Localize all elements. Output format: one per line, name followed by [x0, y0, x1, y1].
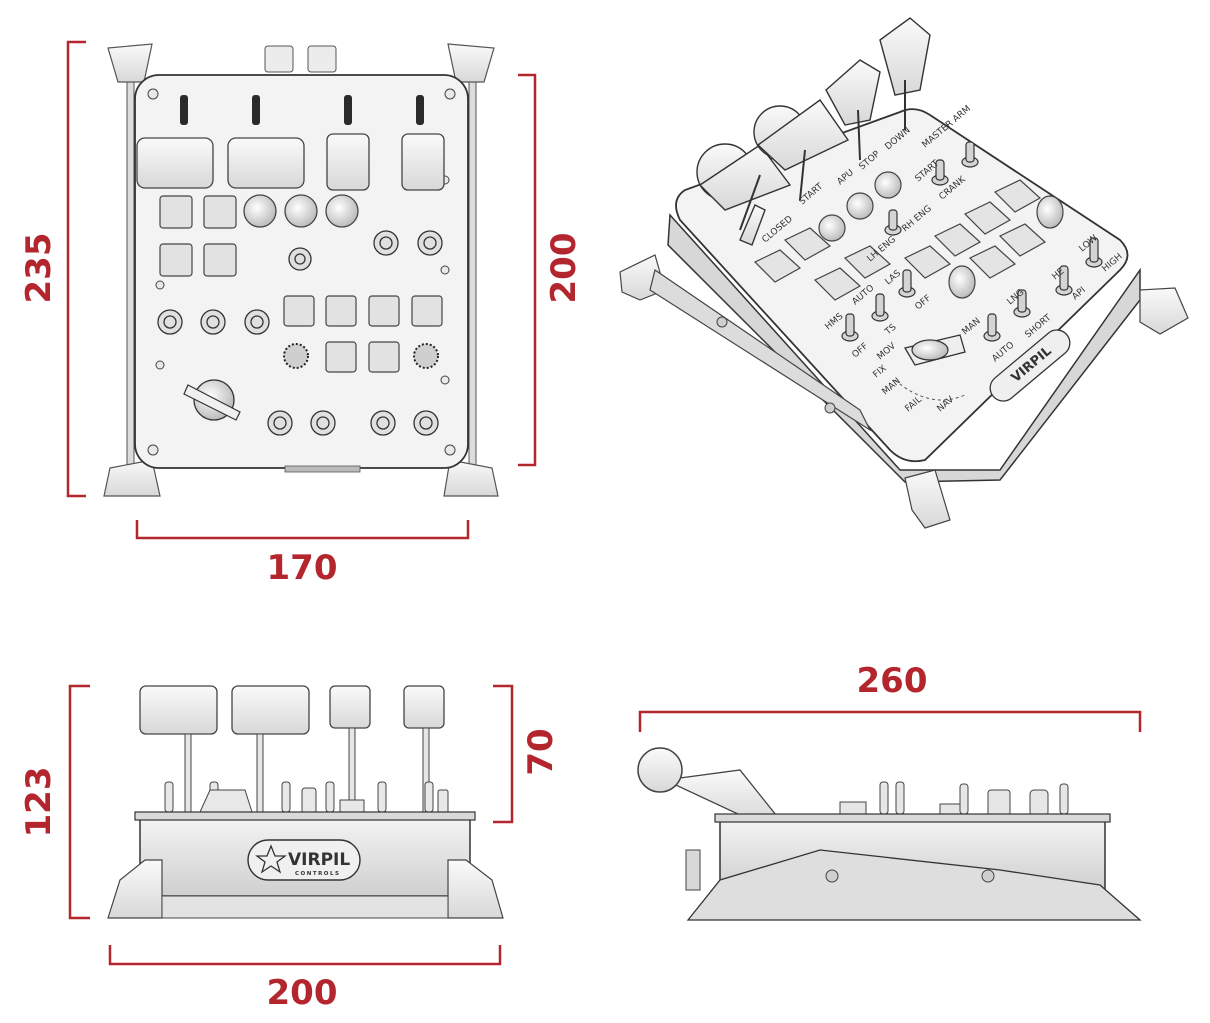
- rear-handle-3: [329, 685, 371, 729]
- rear-logo-sub: CONTROLS: [295, 871, 340, 877]
- front-rotary-selector: [183, 379, 241, 421]
- dimension-lines-side: [638, 710, 1142, 732]
- rear-logo: VIRPIL CONTROLS: [247, 839, 361, 881]
- throttle-handle-2: [227, 137, 305, 189]
- rear-view: VIRPIL CONTROLS: [107, 685, 504, 919]
- rear-logo-brand: VIRPIL: [288, 850, 350, 870]
- throttle-handle-3: [326, 133, 370, 191]
- dimension-rear-width: 200: [267, 973, 338, 1013]
- side-view: [637, 747, 1142, 921]
- foot-right: [443, 459, 499, 497]
- rod-cap-top-right: [447, 43, 495, 83]
- rear-handle-1: [139, 685, 218, 735]
- rod-cap-top-left: [107, 43, 153, 83]
- dimension-side-length: 260: [857, 661, 928, 701]
- side-lever-knob: [637, 747, 683, 793]
- throttle-handle-1: [136, 137, 214, 189]
- rear-handle-2: [231, 685, 310, 735]
- dimension-rear-height: 123: [19, 767, 59, 838]
- rear-handle-4: [403, 685, 445, 729]
- dimension-lines-front: [66, 40, 537, 540]
- throttle-handle-4: [401, 133, 445, 191]
- dimension-lines-rear: [68, 684, 514, 966]
- front-view: [103, 43, 499, 497]
- dimension-front-panel-height: 200: [544, 233, 584, 304]
- foot-left: [103, 459, 161, 497]
- isometric-view: CLOSED START APU STOP DOWN MASTER ARM ST…: [619, 17, 1189, 529]
- dimension-front-height: 235: [19, 233, 59, 304]
- dimension-rear-lever-height: 70: [521, 728, 561, 775]
- dimension-front-width: 170: [267, 548, 338, 588]
- star-logo-icon: [255, 844, 287, 874]
